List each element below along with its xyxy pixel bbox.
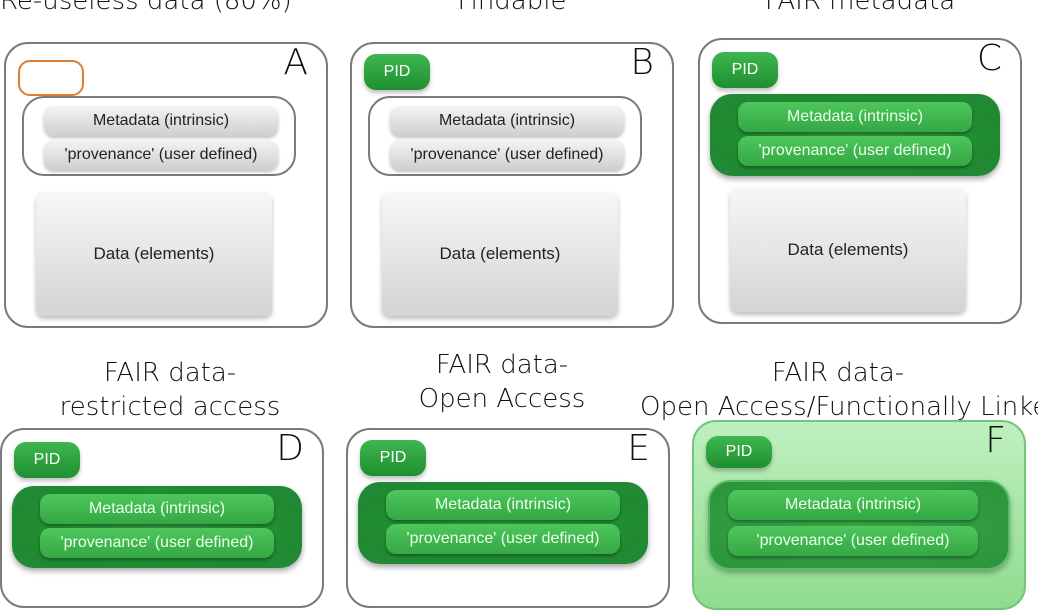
provenance-pill: 'provenance' (user defined) bbox=[738, 136, 972, 166]
panel-letter: F bbox=[985, 420, 1006, 461]
metadata-container: Metadata (intrinsic) 'provenance' (user … bbox=[368, 96, 642, 176]
panel-e: PID E Metadata (intrinsic) 'provenance' … bbox=[346, 428, 670, 608]
heading-f-line2: Open Access/Functionally Linked bbox=[640, 392, 1038, 422]
metadata-container: Metadata (intrinsic) 'provenance' (user … bbox=[358, 482, 648, 564]
panel-d: PID D Metadata (intrinsic) 'provenance' … bbox=[0, 428, 324, 608]
provenance-pill: 'provenance' (user defined) bbox=[40, 528, 274, 558]
heading-f-line1: FAIR data- bbox=[771, 358, 905, 388]
provenance-pill: 'provenance' (user defined) bbox=[386, 524, 620, 554]
pid-badge: PID bbox=[712, 52, 778, 88]
heading-e-line1: FAIR data- bbox=[435, 350, 569, 380]
metadata-pill: Metadata (intrinsic) bbox=[738, 102, 972, 132]
provenance-pill: 'provenance' (user defined) bbox=[44, 140, 278, 170]
metadata-pill: Metadata (intrinsic) bbox=[728, 490, 978, 520]
heading-e: FAIR data- Open Access bbox=[340, 348, 664, 416]
metadata-container: Metadata (intrinsic) 'provenance' (user … bbox=[22, 96, 296, 176]
heading-e-line2: Open Access bbox=[418, 384, 586, 414]
data-box: Data (elements) bbox=[36, 192, 272, 316]
heading-d: FAIR data- restricted access bbox=[20, 356, 320, 424]
panel-letter: D bbox=[276, 428, 304, 469]
metadata-container: Metadata (intrinsic) 'provenance' (user … bbox=[708, 480, 1010, 570]
metadata-pill: Metadata (intrinsic) bbox=[390, 106, 624, 136]
pid-badge: PID bbox=[706, 436, 772, 468]
panel-b: PID B Metadata (intrinsic) 'provenance' … bbox=[350, 42, 674, 328]
panel-a: A Metadata (intrinsic) 'provenance' (use… bbox=[4, 42, 328, 328]
panel-letter: C bbox=[976, 38, 1002, 79]
pid-badge: PID bbox=[364, 54, 430, 90]
metadata-pill: Metadata (intrinsic) bbox=[386, 490, 620, 520]
metadata-container: Metadata (intrinsic) 'provenance' (user … bbox=[710, 94, 1000, 176]
pid-badge: PID bbox=[14, 442, 80, 478]
data-box: Data (elements) bbox=[730, 188, 966, 312]
metadata-pill: Metadata (intrinsic) bbox=[40, 494, 274, 524]
heading-d-line2: restricted access bbox=[59, 392, 281, 422]
heading-c: FAIR metadata bbox=[764, 0, 956, 16]
provenance-pill: 'provenance' (user defined) bbox=[728, 526, 978, 556]
panel-f: PID F Metadata (intrinsic) 'provenance' … bbox=[692, 420, 1026, 610]
panel-letter: A bbox=[283, 42, 308, 83]
heading-f: FAIR data- Open Access/Functionally Link… bbox=[640, 356, 1038, 424]
panel-c: PID C Metadata (intrinsic) 'provenance' … bbox=[698, 38, 1022, 324]
heading-b: Findable bbox=[457, 0, 567, 16]
pid-badge: PID bbox=[360, 440, 426, 476]
heading-d-line1: FAIR data- bbox=[103, 358, 237, 388]
metadata-pill: Metadata (intrinsic) bbox=[44, 106, 278, 136]
provenance-pill: 'provenance' (user defined) bbox=[390, 140, 624, 170]
panel-letter: B bbox=[630, 42, 654, 83]
heading-a: Re-useless data (80%) bbox=[0, 0, 292, 16]
metadata-container: Metadata (intrinsic) 'provenance' (user … bbox=[12, 486, 302, 568]
data-box: Data (elements) bbox=[382, 192, 618, 316]
pid-placeholder bbox=[18, 60, 84, 96]
panel-letter: E bbox=[627, 428, 650, 469]
